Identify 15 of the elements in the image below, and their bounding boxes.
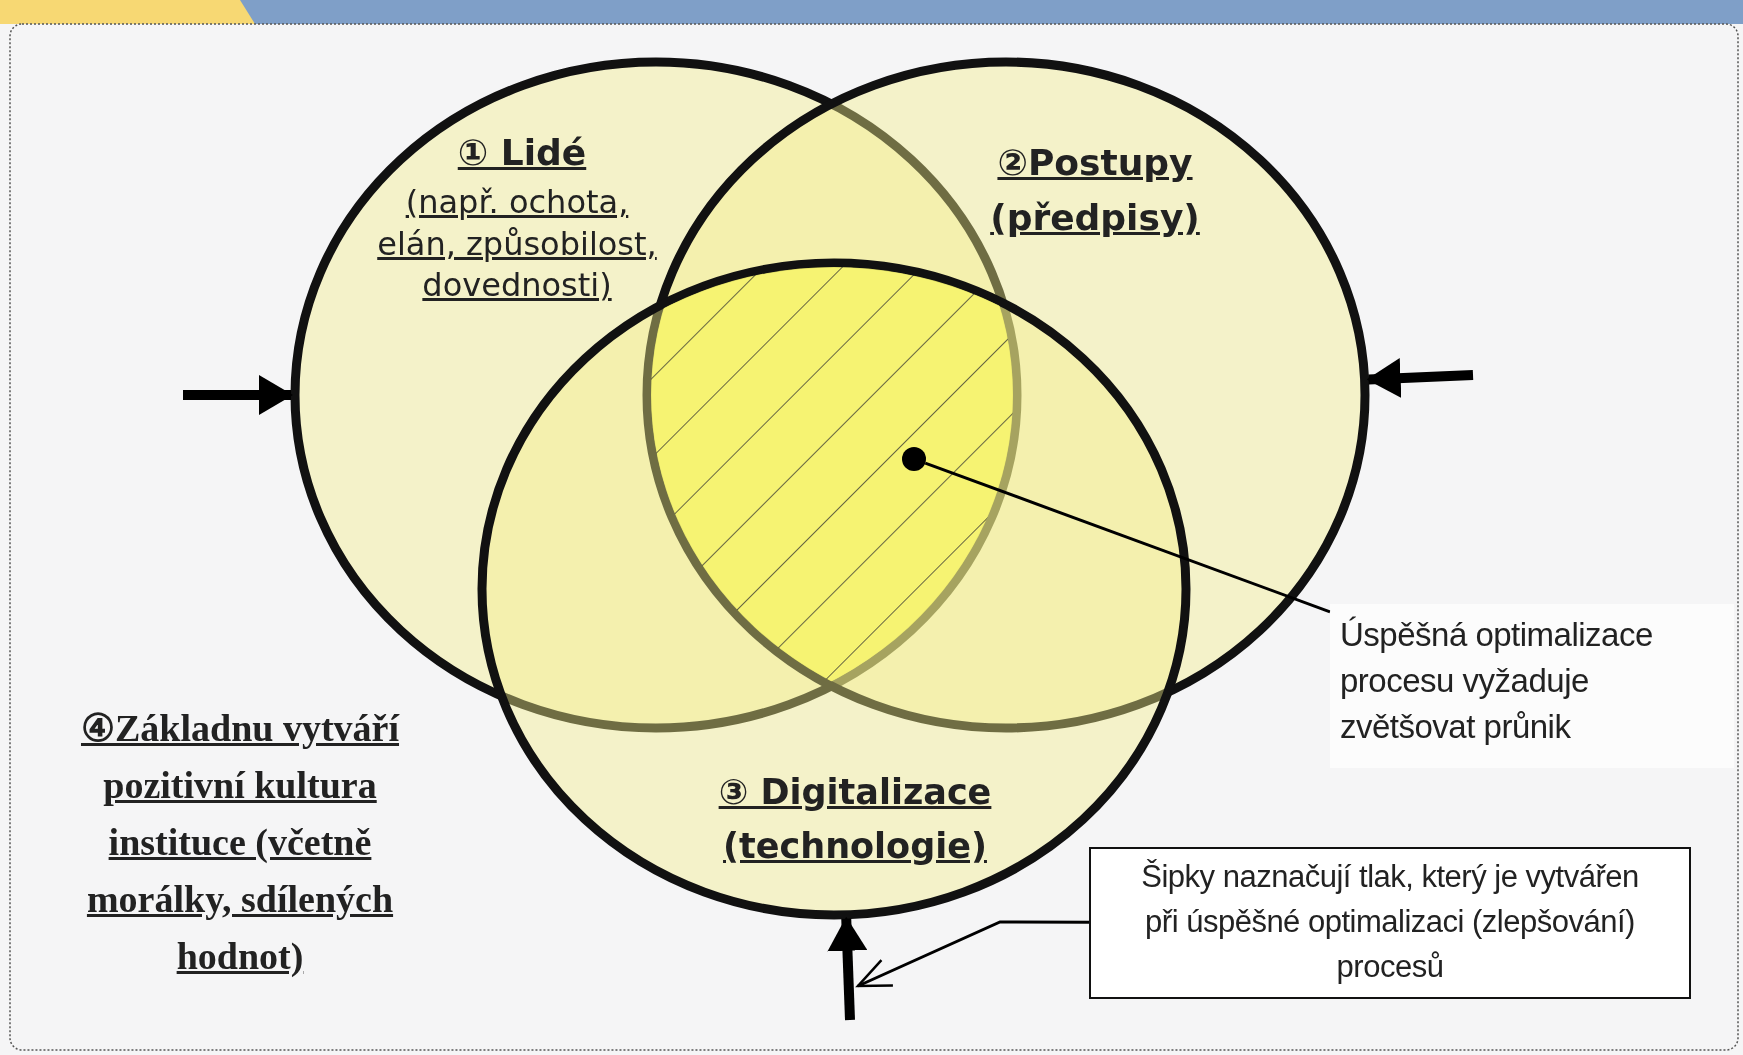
circle-title: ②Postupy: [996, 141, 1194, 185]
intersection-dot: [902, 447, 926, 471]
circle-description: (např. ochota, elán, způsobilost, dovednosti): [376, 182, 658, 307]
circle-description: (technologie): [722, 825, 988, 868]
circle-title: ③ Digitalizace: [717, 771, 993, 814]
note-box: Šipky naznačují tlak, který je vytvářen při úspěšné optimalizaci (zlepšování) procesů: [1089, 847, 1691, 999]
leader-line: [856, 920, 1089, 988]
annotation-text: Úspěšná optimalizace procesu vyžaduje zvětšovat průnik: [1330, 604, 1734, 768]
circle-description: (předpisy): [989, 196, 1201, 240]
pressure-arrow: [1366, 358, 1474, 399]
circle-title: ① Lidé: [456, 131, 588, 175]
pressure-arrow: [183, 375, 293, 415]
leader-line: [924, 461, 1331, 614]
foundation-text: ④Základnu vytváří pozitivní kultura instituce (včetně morálky, sdílených hodnot): [80, 706, 401, 979]
pressure-arrow: [827, 916, 868, 1021]
